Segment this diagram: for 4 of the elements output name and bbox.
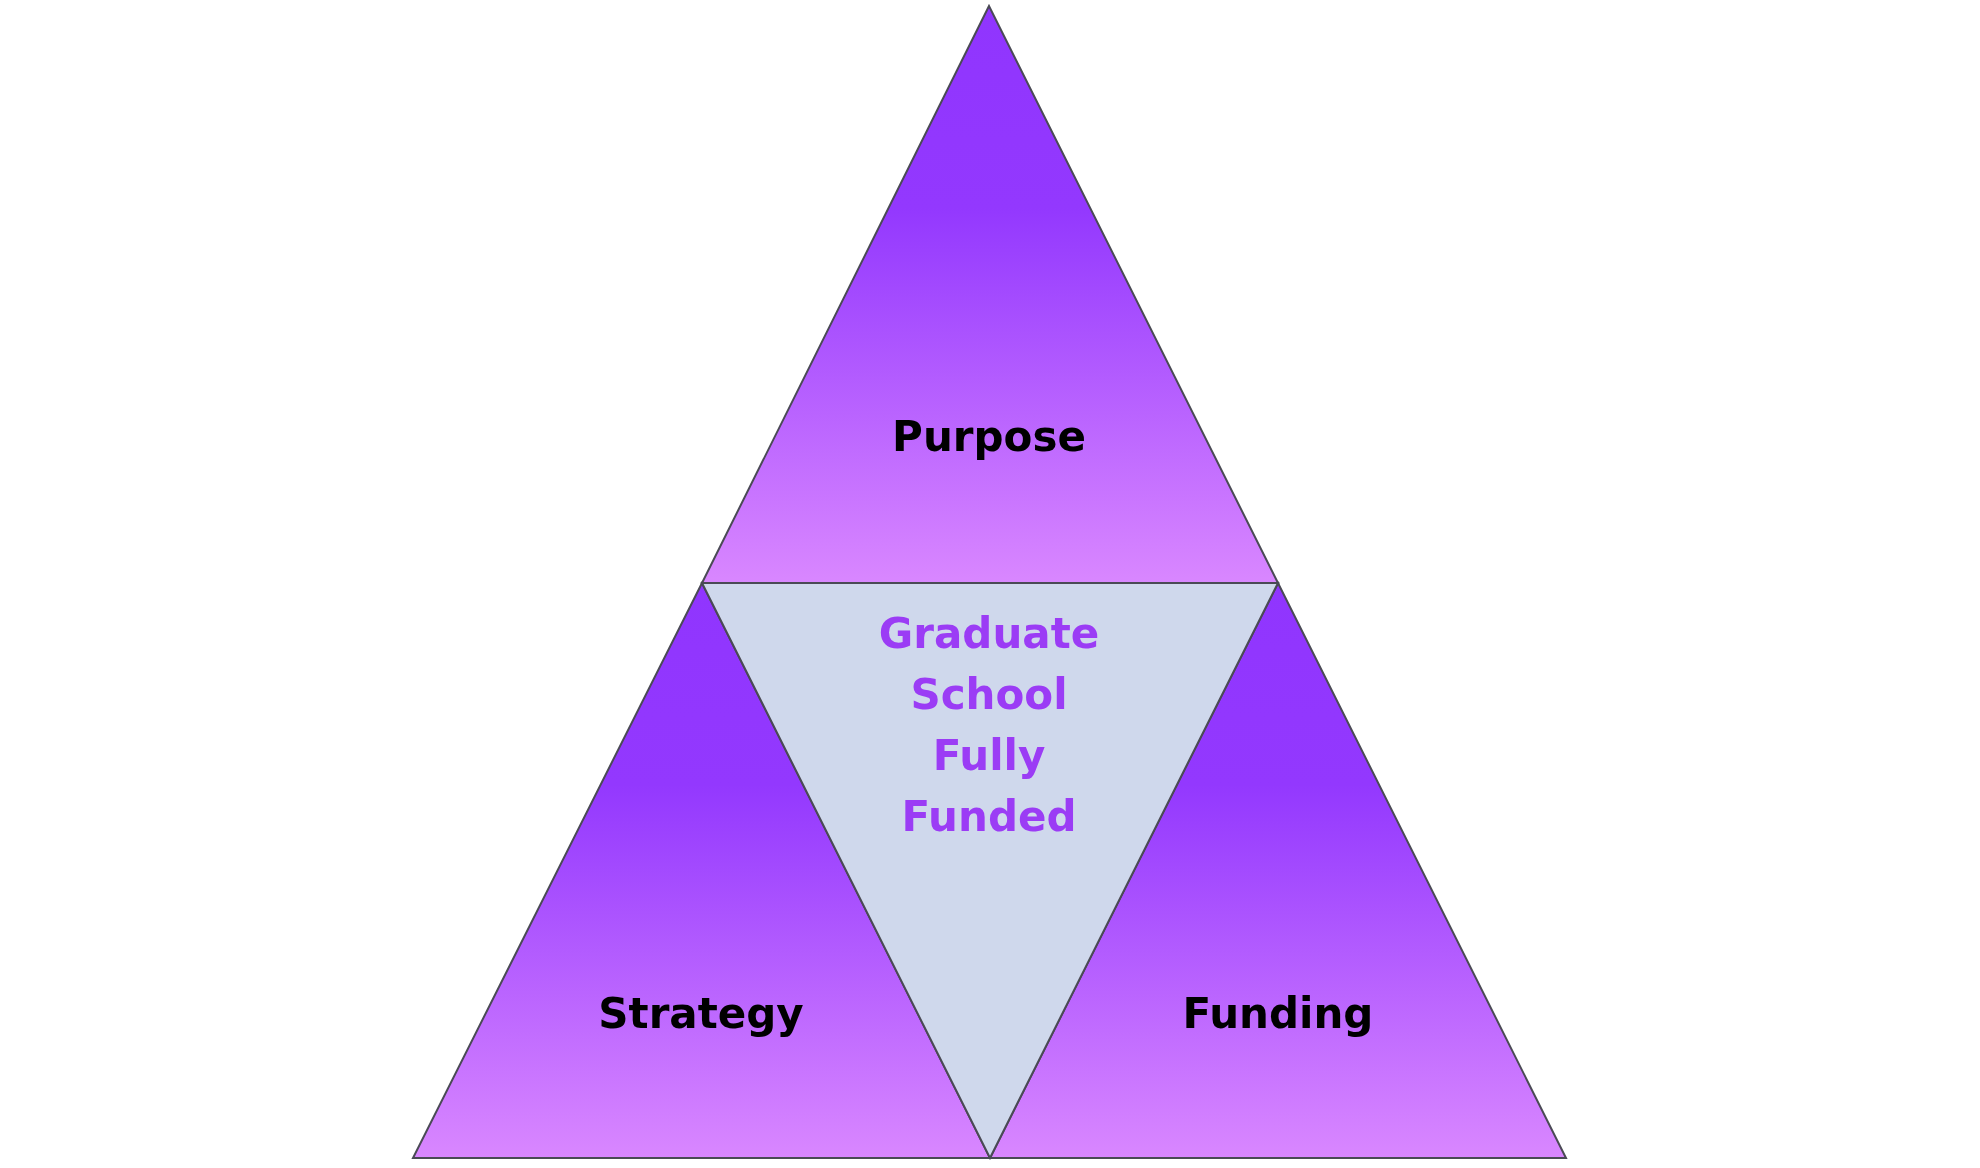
triangle-label: Purpose bbox=[892, 411, 1086, 461]
triangle-label: Strategy bbox=[598, 988, 804, 1038]
center-label: Graduate School Fully Funded bbox=[878, 608, 1100, 843]
triangle-label: Funding bbox=[1182, 988, 1374, 1038]
